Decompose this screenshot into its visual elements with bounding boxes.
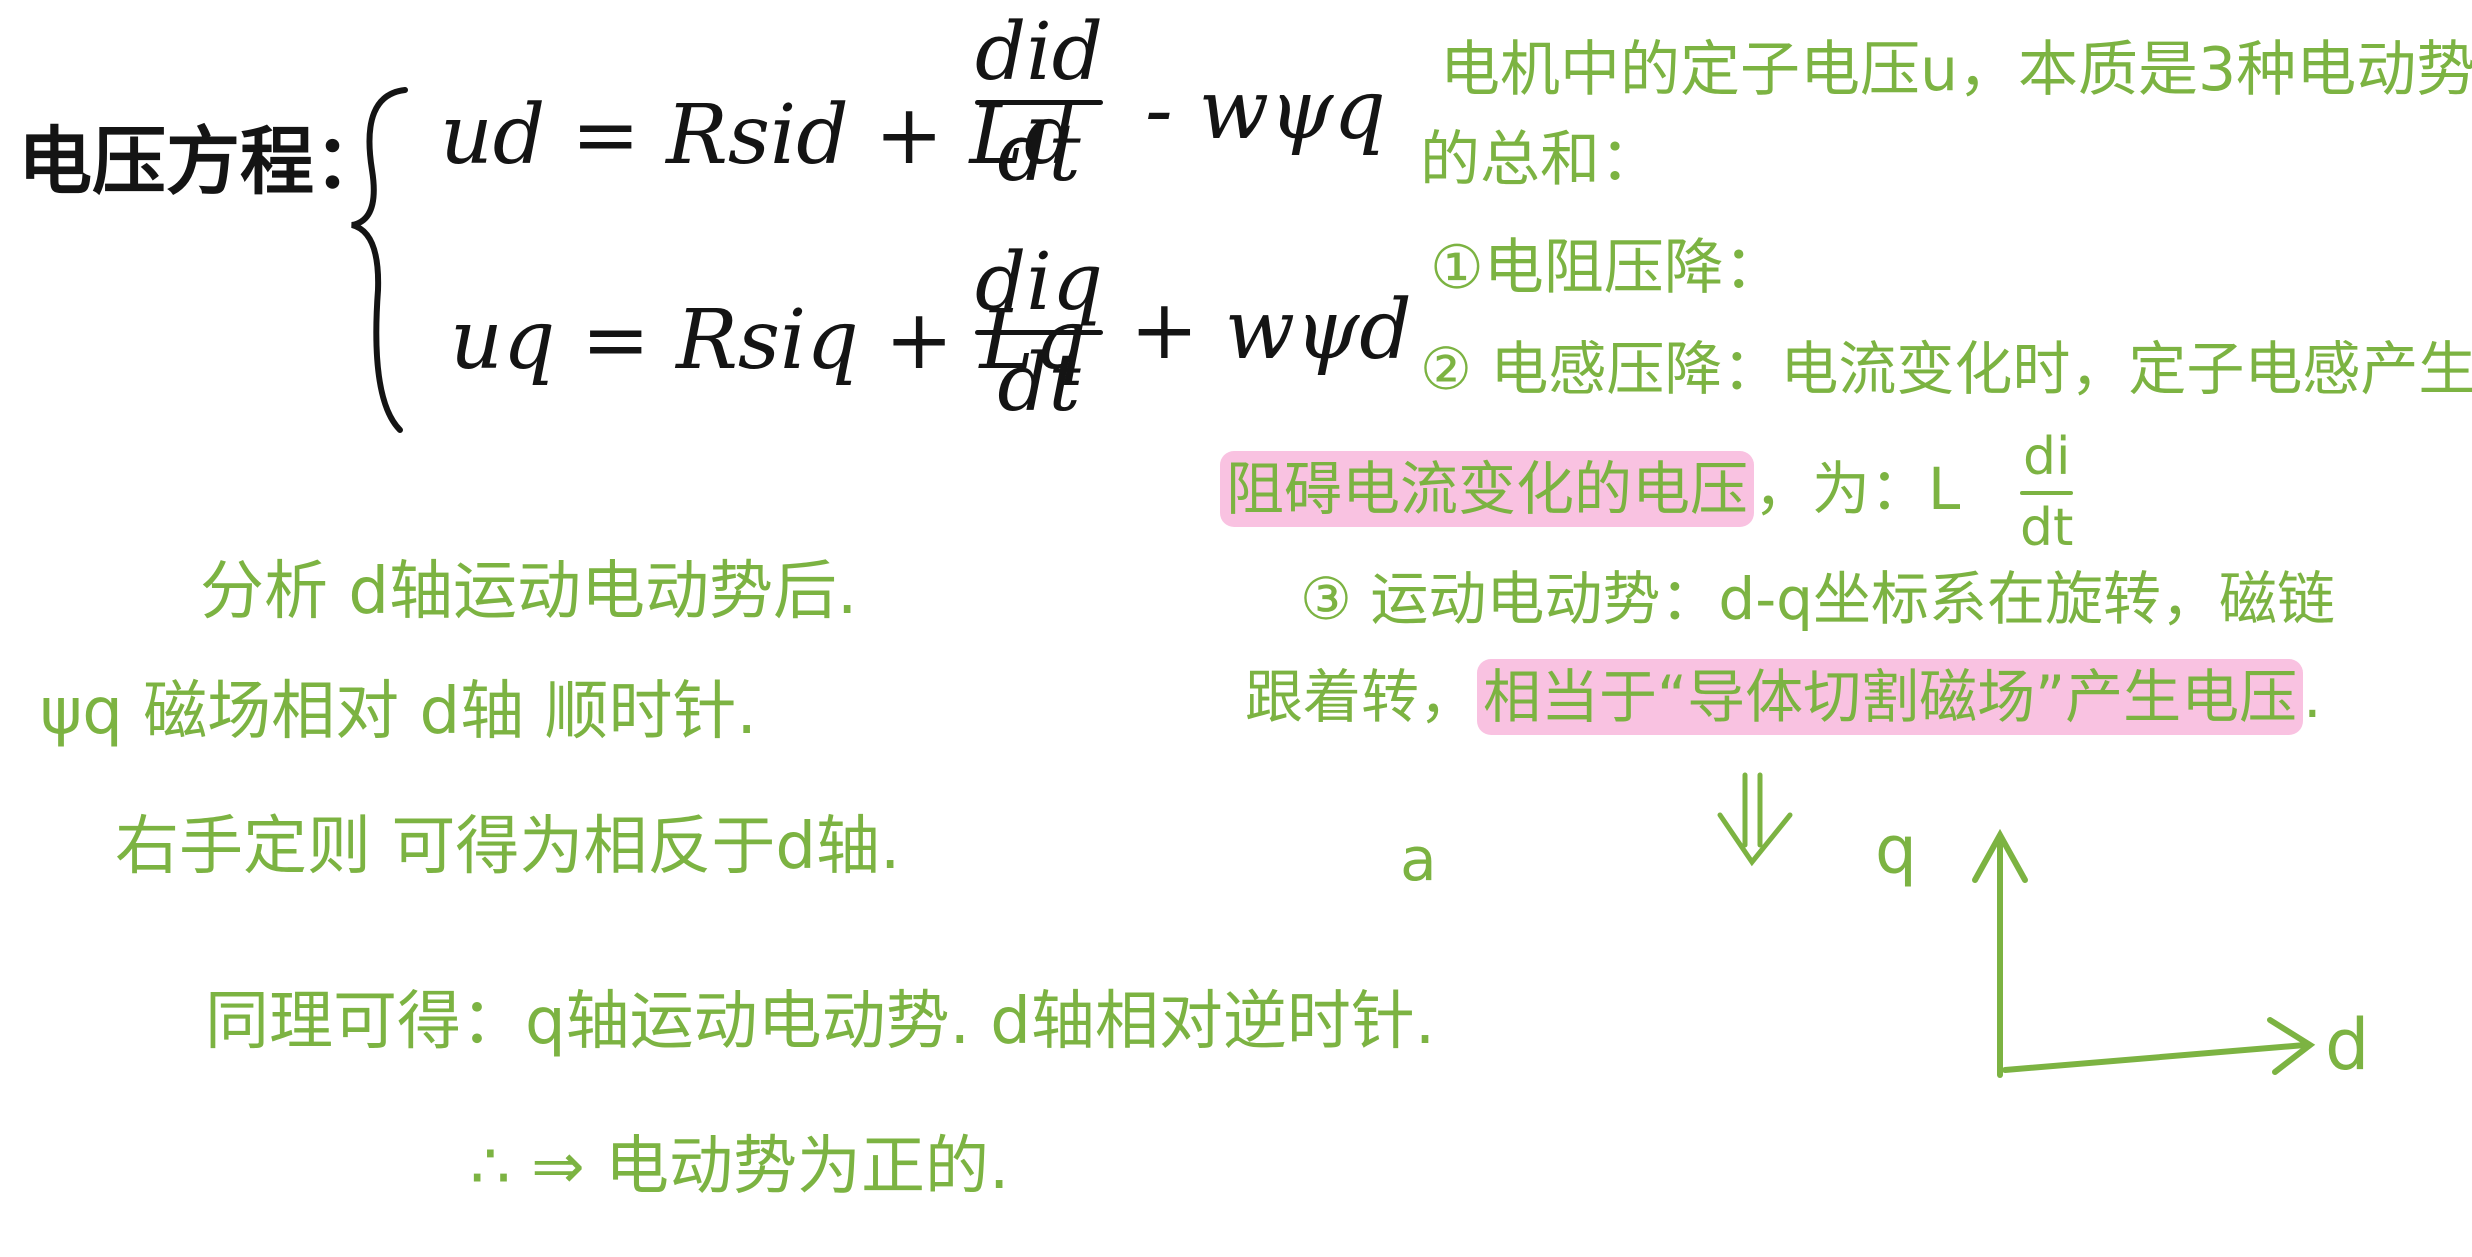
inductance-drop-item: ② 电感压降：电流变化时，定子电感产生: [1420, 335, 2472, 403]
motional-emf-prefix: 跟着转，: [1245, 663, 1478, 731]
uq-frac-numerator: diq: [975, 235, 1104, 328]
inductance-highlight: 阻碍电流变化的电压: [1220, 451, 1755, 527]
voltage-equations-label: 电压方程：: [18, 119, 388, 205]
inductance-frac-bar: [2020, 490, 2074, 495]
emf-positive-conclusion: ∴ ⇒ 电动势为正的.: [470, 1130, 1010, 1204]
motional-emf-suffix: .: [2303, 663, 2322, 731]
ud-frac-denominator: dt: [997, 106, 1081, 199]
d-axis-arrow: [2002, 1017, 2316, 1075]
ud-frac-numerator: did: [975, 5, 1104, 98]
inductance-frac-denominator: dt: [2020, 497, 2074, 558]
psi-q-field-line: ψq 磁场相对 d轴 顺时针.: [40, 675, 757, 749]
down-double-arrow-icon: [1717, 772, 1793, 867]
inductance-fraction: di dt: [2020, 427, 2074, 558]
right-hand-rule-line: 右手定则 可得为相反于d轴.: [115, 810, 901, 884]
inductance-frac-numerator: di: [2022, 427, 2071, 487]
ud-frac-bar: [975, 100, 1104, 105]
stator-voltage-intro-line2: 的总和：: [1420, 125, 1660, 195]
inductance-explanation-line: 阻碍电流变化的电压，为：L: [1220, 451, 1960, 527]
ud-derivative-fraction: did dt: [975, 5, 1104, 199]
ud-equation-tail: - wψq: [1145, 63, 1386, 158]
stator-voltage-intro-line1: 电机中的定子电压u，本质是3种电动势: [1440, 35, 2472, 105]
ud-equation-lhs: ud = Rsid + Ld: [440, 88, 1077, 183]
analysis-d-axis-line: 分析 d轴运动电动势后.: [200, 555, 858, 629]
uq-equation-lhs: uq = Rsiq + Lq: [450, 293, 1087, 388]
d-axis-label: d: [2325, 1004, 2370, 1086]
inductance-suffix: ，为：L: [1754, 455, 1961, 523]
q-axis-arrow: [1972, 828, 2028, 1078]
uq-frac-denominator: dt: [997, 336, 1081, 429]
uq-equation-tail: + wψd: [1130, 283, 1412, 378]
motional-emf-line2: 跟着转，相当于“导体切割磁场”产生电压.: [1245, 659, 2322, 735]
stray-letter-a: a: [1400, 825, 1437, 895]
motional-emf-item: ③ 运动电动势：d-q坐标系在旋转，磁链: [1300, 565, 2335, 633]
uq-frac-bar: [975, 330, 1104, 335]
motional-emf-highlight: 相当于“导体切割磁场”产生电压: [1477, 659, 2304, 735]
resistance-drop-item: ①电阻压降：: [1430, 233, 1784, 303]
uq-derivative-fraction: diq dt: [975, 235, 1104, 429]
q-axis-label: q: [1875, 812, 1917, 889]
similarly-q-axis-line: 同理可得：q轴运动电动势. d轴相对逆时针.: [205, 985, 1436, 1059]
